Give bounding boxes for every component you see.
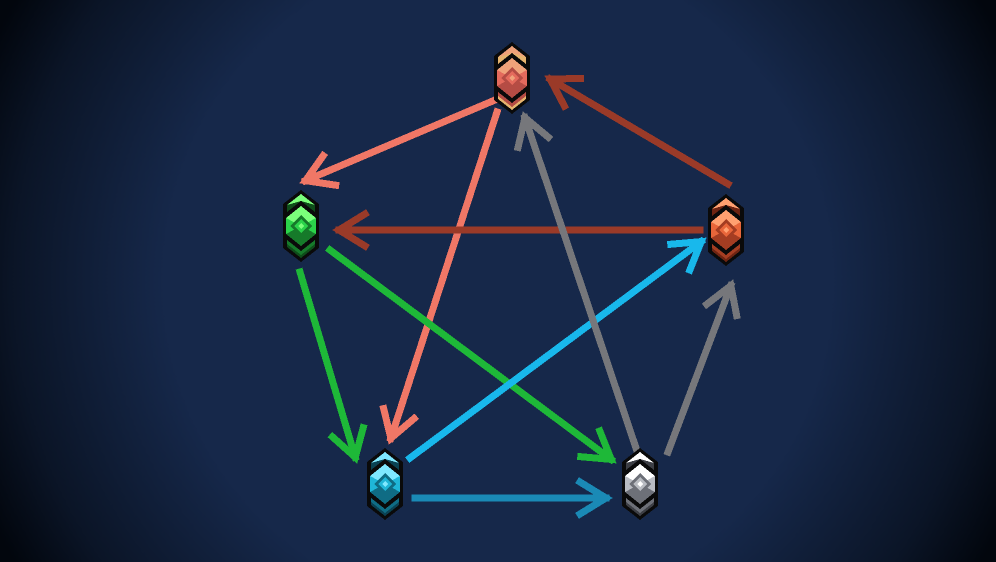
arrow-left-to-bottom-left: [295, 267, 368, 464]
arrow-bottom-left-to-bottom-right: [411, 477, 613, 519]
arrow-right-to-top: [544, 74, 733, 189]
arrow-top-to-bottom-left: [379, 107, 502, 445]
arrow-right-to-left: [332, 209, 704, 251]
gem-top-icon: [494, 42, 530, 114]
arrow-bottom-left-to-right: [405, 236, 707, 463]
arrow-bottom-right-to-right: [663, 279, 741, 457]
gem-silver-icon: [622, 448, 658, 520]
gem-orange-icon: [708, 194, 744, 266]
gem-cyan-icon: [367, 448, 403, 520]
node-layer: [283, 42, 744, 520]
arrow-left-to-bottom-right: [325, 245, 617, 465]
gem-green-icon: [283, 190, 319, 262]
arrow-top-to-left: [299, 95, 500, 190]
arrow-bottom-right-to-top: [513, 111, 641, 453]
arrow-layer: [295, 74, 741, 519]
